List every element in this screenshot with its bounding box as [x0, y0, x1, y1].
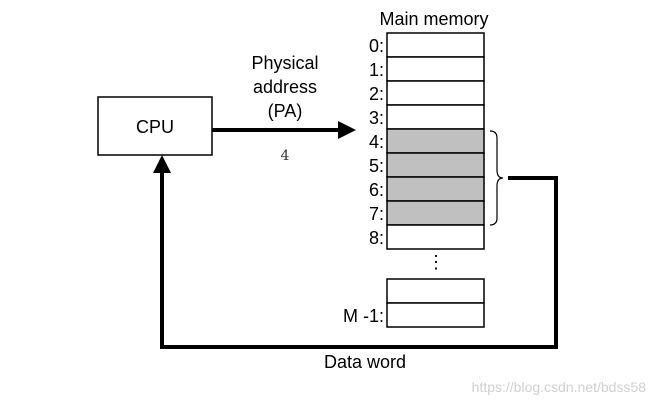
main-memory: Main memory 0: 1: 2: 3: 4: 5: 6: 7: 8: ⋮ M -1: — [343, 9, 489, 328]
memory-address-label: 6: — [369, 180, 384, 200]
memory-rows: 0: 1: 2: 3: 4: 5: 6: 7: 8: — [369, 32, 485, 250]
memory-cell — [386, 200, 485, 226]
memory-cell — [386, 128, 485, 154]
address-bus-label-line-1: Physical — [251, 53, 318, 73]
memory-address-label: 8: — [369, 228, 384, 248]
data-bus-label: Data word — [324, 352, 406, 372]
address-bus: Physical address (PA) 4 — [212, 53, 356, 164]
memory-row: 3: — [369, 104, 485, 130]
memory-row: 7: — [369, 200, 485, 226]
memory-tail-row: M -1: — [343, 302, 485, 328]
memory-cell — [386, 104, 485, 130]
memory-tail-cell — [386, 278, 485, 304]
memory-cell — [386, 176, 485, 202]
memory-cell — [386, 224, 485, 250]
memory-row: 5: — [369, 152, 485, 178]
memory-cell — [386, 152, 485, 178]
memory-address-label: 5: — [369, 156, 384, 176]
memory-cell — [386, 80, 485, 106]
address-bus-label-line-2: address — [253, 77, 317, 97]
address-value: 4 — [281, 148, 290, 164]
cpu-box: CPU — [97, 96, 213, 156]
memory-tail-address-label: M -1: — [343, 306, 384, 326]
memory-row: 0: — [369, 32, 485, 58]
data-bus-line — [160, 172, 558, 349]
main-memory-title: Main memory — [379, 9, 488, 29]
memory-row: 8: — [369, 224, 485, 250]
address-bus-label-line-3: (PA) — [268, 101, 303, 121]
block-brace — [489, 130, 504, 226]
data-bus: Data word — [153, 155, 558, 372]
memory-tail-rows: M -1: — [343, 278, 485, 328]
address-bus-arrowhead — [338, 121, 356, 139]
data-bus-arrowhead — [153, 155, 171, 173]
memory-cell — [386, 56, 485, 82]
memory-ellipsis: ⋮ — [427, 252, 445, 272]
memory-row: 4: — [369, 128, 485, 154]
memory-address-label: 0: — [369, 36, 384, 56]
memory-row: 6: — [369, 176, 485, 202]
memory-tail-cell — [386, 302, 485, 328]
memory-address-label: 7: — [369, 204, 384, 224]
memory-row: 2: — [369, 80, 485, 106]
memory-row: 1: — [369, 56, 485, 82]
memory-address-label: 2: — [369, 84, 384, 104]
memory-cell — [386, 32, 485, 58]
memory-address-label: 3: — [369, 108, 384, 128]
memory-address-label: 4: — [369, 132, 384, 152]
memory-tail-row — [386, 278, 485, 304]
watermark: https://blog.csdn.net/bdss58 — [472, 379, 647, 395]
cpu-label: CPU — [136, 117, 174, 137]
memory-address-label: 1: — [369, 60, 384, 80]
